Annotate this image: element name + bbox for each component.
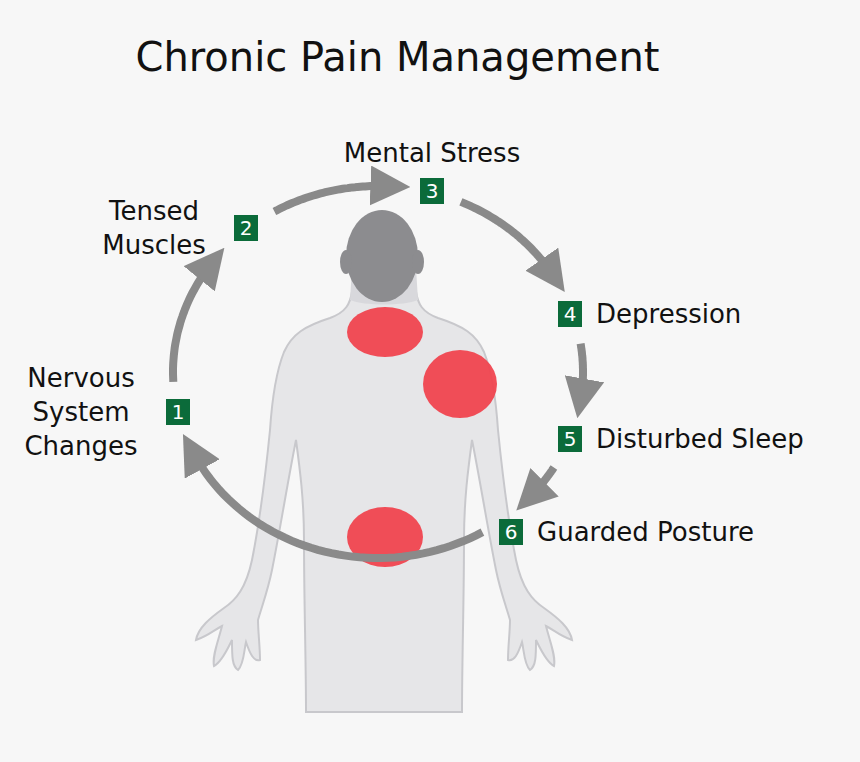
cycle-arrow — [461, 202, 553, 276]
cycle-arrow — [274, 186, 390, 212]
step-badge: 2 — [234, 215, 258, 241]
pain-spot — [347, 307, 423, 357]
step-number: 5 — [558, 426, 582, 452]
body-silhouette — [196, 292, 572, 712]
step-badge: 5 — [558, 426, 582, 452]
head — [346, 210, 418, 302]
step-number: 3 — [420, 178, 444, 204]
cycle-arrow — [581, 344, 583, 399]
pain-spot — [423, 350, 497, 418]
step-badge: 1 — [166, 399, 190, 425]
step-number: 4 — [558, 301, 582, 327]
step-number: 2 — [234, 215, 258, 241]
ear — [340, 250, 352, 274]
step-label: Guarded Posture — [537, 515, 754, 549]
step-label: Disturbed Sleep — [596, 422, 804, 456]
ear — [412, 250, 424, 274]
step-badge: 6 — [499, 519, 523, 545]
step-label: Nervous System Changes — [6, 361, 156, 463]
step-number: 6 — [499, 519, 523, 545]
cycle-arrow — [193, 451, 483, 558]
step-label: Mental Stress — [302, 136, 562, 170]
diagram-title: Chronic Pain Management — [0, 34, 795, 80]
step-label: Depression — [596, 297, 741, 331]
cycle-arrow — [173, 263, 212, 382]
step-number: 1 — [166, 399, 190, 425]
step-badge: 4 — [558, 301, 582, 327]
cycle-arrow — [530, 468, 554, 497]
step-badge: 3 — [420, 178, 444, 204]
step-label: Tensed Muscles — [84, 194, 224, 262]
